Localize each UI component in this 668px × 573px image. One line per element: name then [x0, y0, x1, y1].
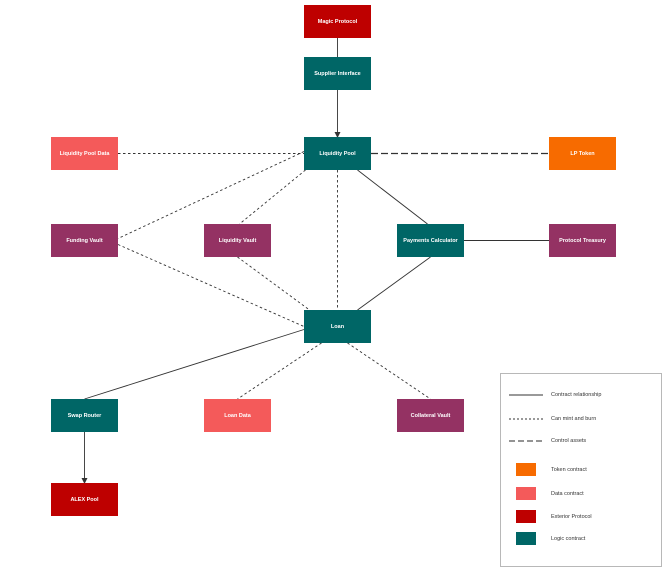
- edge-liquidity-pool-to-funding-vault: [117, 151, 305, 239]
- node-liquidity-vault[interactable]: Liquidity Vault: [204, 224, 271, 257]
- node-liquidity-pool[interactable]: Liquidity Pool: [304, 137, 371, 170]
- legend-label: Logic contract: [551, 536, 586, 542]
- legend-swatch-logic: [516, 532, 536, 545]
- edge-loan-to-collateral-vault: [347, 342, 431, 400]
- legend-item-control-assets: Control assets: [501, 434, 661, 448]
- edge-liquidity-pool-to-payments-calculator: [357, 169, 428, 225]
- edge-funding-vault-to-loan: [117, 244, 305, 327]
- node-supplier-interface[interactable]: Supplier Interface: [304, 57, 371, 90]
- legend-dashed-line: [509, 440, 543, 442]
- edge-liquidity-pool-to-liquidity-vault: [239, 169, 306, 225]
- legend-label: Can mint and burn: [551, 416, 597, 422]
- node-lp-token[interactable]: LP Token: [549, 137, 616, 170]
- edges-layer: [81, 38, 549, 484]
- legend-swatch-exterior: [516, 510, 536, 523]
- legend-item-token-contract: Token contract: [501, 463, 661, 477]
- legend: Contract relationship Can mint and burn …: [500, 373, 662, 567]
- edge-loan-to-swap-router: [84, 329, 305, 400]
- legend-item-data-contract: Data contract: [501, 487, 661, 501]
- legend-label: Data contract: [551, 491, 584, 497]
- node-liquidity-pool-data[interactable]: Liquidity Pool Data: [51, 137, 118, 170]
- legend-item-exterior-protocol: Exterior Protocol: [501, 510, 661, 524]
- node-loan-data[interactable]: Loan Data: [204, 399, 271, 432]
- node-magic-protocol[interactable]: Magic Protocol: [304, 5, 371, 38]
- node-protocol-treasury[interactable]: Protocol Treasury: [549, 224, 616, 257]
- legend-item-contract-relationship: Contract relationship: [501, 388, 661, 402]
- edge-loan-to-loan-data: [237, 342, 322, 400]
- legend-label: Contract relationship: [551, 392, 602, 398]
- legend-swatch-data: [516, 487, 536, 500]
- edge-payments-calculator-to-loan: [357, 256, 431, 311]
- node-funding-vault[interactable]: Funding Vault: [51, 224, 118, 257]
- node-collateral-vault[interactable]: Collateral Vault: [397, 399, 464, 432]
- node-loan[interactable]: Loan: [304, 310, 371, 343]
- legend-swatch-token: [516, 463, 536, 476]
- legend-label: Token contract: [551, 467, 587, 473]
- legend-label: Exterior Protocol: [551, 514, 592, 520]
- legend-solid-line: [509, 394, 543, 396]
- legend-label: Control assets: [551, 438, 587, 444]
- legend-item-can-mint-and-burn: Can mint and burn: [501, 412, 661, 426]
- legend-dotted-line: [509, 418, 543, 420]
- node-swap-router[interactable]: Swap Router: [51, 399, 118, 432]
- legend-item-logic-contract: Logic contract: [501, 532, 661, 546]
- node-alex-pool[interactable]: ALEX Pool: [51, 483, 118, 516]
- node-payments-calculator[interactable]: Payments Calculator: [397, 224, 464, 257]
